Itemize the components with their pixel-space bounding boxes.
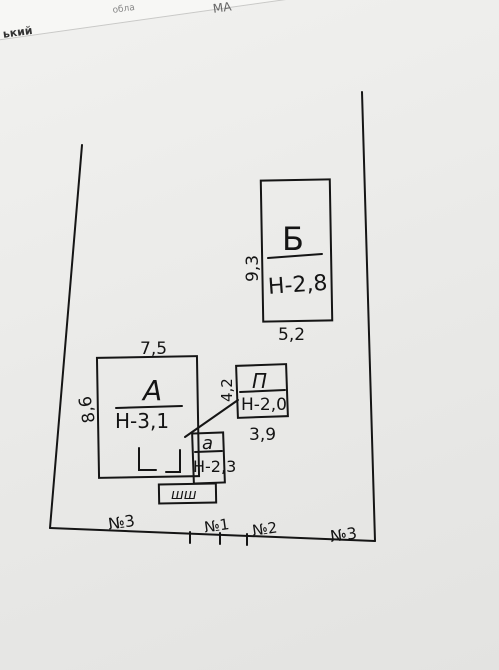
left-boundary-line bbox=[49, 144, 83, 529]
building-p-outline bbox=[235, 363, 289, 419]
building-a-divider bbox=[115, 405, 183, 409]
boundary-label-left: №3 bbox=[107, 511, 136, 534]
extension-a-letter: а bbox=[202, 433, 213, 454]
porch-label: шш bbox=[171, 487, 197, 503]
connector-line bbox=[184, 399, 239, 438]
building-b-divider bbox=[267, 253, 323, 259]
building-p-divider bbox=[239, 389, 286, 393]
boundary-label-right: №3 bbox=[329, 523, 358, 546]
building-p-letter: П bbox=[252, 369, 267, 393]
porch-outline bbox=[157, 482, 218, 505]
building-p-depth: 4,2 bbox=[218, 378, 236, 402]
right-boundary-line bbox=[361, 91, 376, 542]
building-b-width: 5,2 bbox=[278, 325, 305, 345]
bottom-boundary-line bbox=[49, 527, 376, 542]
boundary-label-middle-2: №2 bbox=[251, 518, 278, 539]
building-a-inner-mark-2 bbox=[165, 449, 181, 473]
building-b-depth: 9,3 bbox=[243, 255, 263, 282]
extension-a-code: Н-2,3 bbox=[193, 457, 236, 476]
building-b-letter: Б bbox=[282, 220, 304, 258]
building-a-outline bbox=[95, 355, 201, 479]
building-p-code: Н-2,0 bbox=[241, 395, 287, 415]
boundary-label-middle-1: №1 bbox=[203, 515, 230, 536]
extension-a-divider bbox=[194, 450, 223, 453]
building-a-width: 7,5 bbox=[140, 339, 167, 359]
building-a-code: Н-3,1 bbox=[115, 409, 169, 433]
building-b-code: Н-2,8 bbox=[267, 271, 328, 300]
building-b-outline bbox=[259, 178, 334, 323]
building-a-inner-mark bbox=[138, 447, 157, 471]
building-p-width: 3,9 bbox=[249, 425, 276, 445]
building-a-letter: А bbox=[141, 374, 162, 407]
building-a-depth: 8,6 bbox=[76, 394, 100, 424]
